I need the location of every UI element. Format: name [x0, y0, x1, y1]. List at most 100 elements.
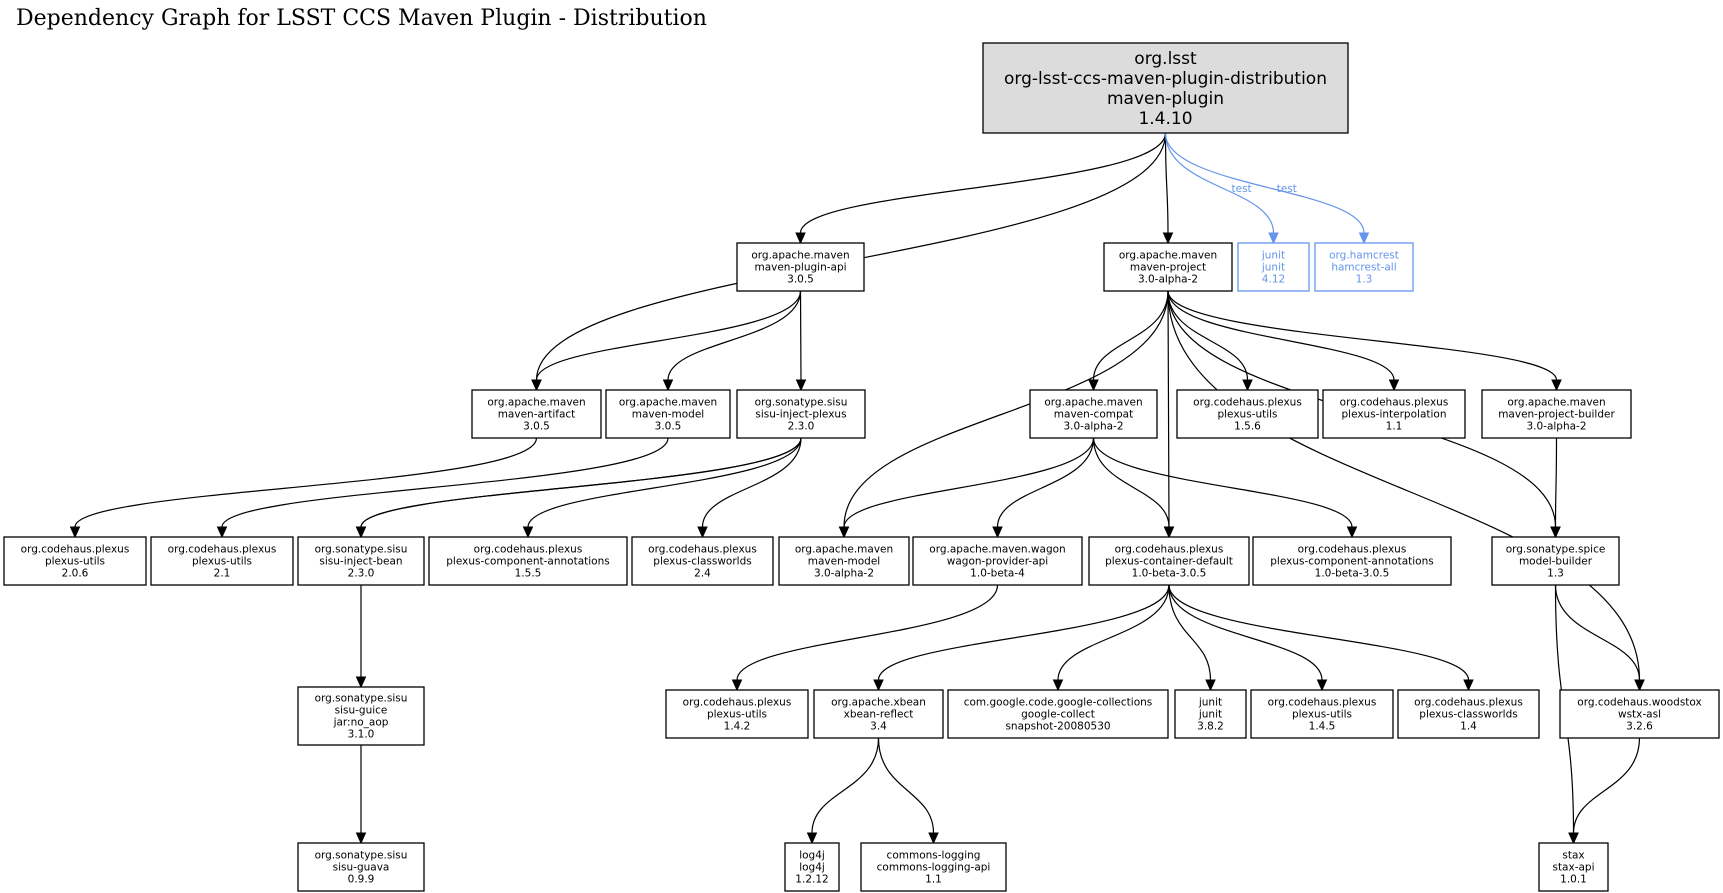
node-label-line: log4j [799, 862, 825, 874]
node-label-line: org.codehaus.plexus [1193, 397, 1302, 409]
node-box [1029, 389, 1158, 439]
node-label-line: 1.0.1 [1560, 874, 1587, 886]
node-box [1397, 689, 1540, 739]
node-label-line: commons-logging-api [877, 862, 991, 874]
edge-line [1092, 437, 1353, 528]
node-label-line: 1.2.12 [795, 874, 828, 886]
edge-line [667, 290, 802, 381]
node-label-line: org.sonatype.spice [1506, 544, 1606, 556]
edge-label: test [1232, 183, 1252, 195]
edge-line [799, 290, 802, 381]
node-label-line: 1.3 [1356, 274, 1373, 286]
node-label-line: org.apache.maven [1119, 250, 1217, 262]
node-label-line: 3.0.5 [655, 421, 682, 433]
node-label-line: org.apache.maven [751, 250, 849, 262]
node-box [1481, 389, 1632, 439]
node-label-line: 1.1 [925, 874, 942, 886]
edge-line [1168, 584, 1323, 681]
node-label-line: org.hamcrest [1329, 250, 1399, 262]
node-label-line: model-builder [1519, 556, 1593, 568]
edge-arrowhead [795, 232, 806, 245]
edge-inject-plexus-to-pca155 [522, 437, 802, 539]
edge-line [1167, 290, 1395, 381]
node-label-line: maven-plugin-api [754, 262, 846, 274]
node-interp: org.codehaus.plexusplexus-interpolation1… [1322, 389, 1466, 439]
node-box [947, 689, 1169, 739]
nodes-layer: org.lsstorg-lsst-ccs-maven-plugin-distri… [3, 42, 1720, 892]
edge-arrowhead [1463, 679, 1474, 692]
edge-line [1164, 132, 1275, 234]
edge-root-to-junit412: test [1164, 132, 1279, 245]
node-label-line: org.lsst [1134, 49, 1197, 69]
node-box [860, 842, 1007, 892]
edges-layer: test test [69, 132, 1645, 845]
edge-model-builder-to-wstx [1554, 584, 1645, 692]
node-label-line: stax [1562, 850, 1584, 862]
node-container: org.codehaus.plexusplexus-container-defa… [1088, 536, 1250, 586]
node-label-line: org.apache.maven [487, 397, 585, 409]
edge-project-to-proj-builder [1167, 290, 1562, 392]
edge-line [1572, 737, 1641, 834]
edge-line [843, 290, 1169, 528]
node-label-line: 3.2.6 [1626, 721, 1653, 733]
node-label-line: junit [1261, 262, 1285, 274]
edge-line [1057, 584, 1170, 681]
edge-arrowhead [838, 526, 850, 539]
edge-arrowhead [928, 832, 939, 845]
edge-line [877, 584, 1170, 681]
node-label-line: log4j [799, 850, 825, 862]
edge-line [360, 437, 802, 528]
node-label-line: 1.1 [1386, 421, 1403, 433]
node-label-line: org.codehaus.plexus [21, 544, 130, 556]
node-label-line: junit [1198, 709, 1222, 721]
node-label-line: org-lsst-ccs-maven-plugin-distribution [1004, 69, 1327, 89]
node-label-line: 1.3 [1547, 568, 1564, 580]
node-box [1322, 389, 1466, 439]
node-label-line: google-collect [1021, 709, 1095, 721]
node-box [297, 842, 425, 892]
edge-line [1168, 584, 1470, 681]
node-label-line: 1.0-beta-3.0.5 [1132, 568, 1207, 580]
edge-arrowhead [1316, 679, 1328, 692]
edge-label: test [1277, 183, 1297, 195]
node-wagon: org.apache.maven.wagonwagon-provider-api… [912, 536, 1083, 586]
edge-arrowhead [1358, 232, 1370, 245]
node-label-line: org.apache.maven [1044, 397, 1142, 409]
edge-line [1164, 132, 1169, 234]
edge-line [1167, 290, 1170, 528]
node-box [1314, 242, 1414, 292]
edge-line [221, 437, 669, 528]
node-label-line: 2.4 [694, 568, 711, 580]
edge-arrowhead [1551, 379, 1562, 392]
edge-inject-plexus-to-inject-bean [355, 437, 802, 539]
edge-plugin-api-to-inject-plexus [795, 290, 807, 392]
edge-container-to-classworlds14 [1168, 584, 1474, 692]
node-label-line: 3.0.5 [523, 421, 550, 433]
node-label-line: 3.0-alpha-2 [1063, 421, 1123, 433]
edge-arrowhead [216, 526, 228, 539]
edge-arrowhead [662, 379, 674, 392]
edge-arrowhead [1088, 379, 1099, 392]
edge-project-to-putils156 [1167, 290, 1253, 392]
node-root: org.lsstorg-lsst-ccs-maven-plugin-distri… [982, 42, 1349, 134]
node-box [3, 536, 147, 586]
edge-arrowhead [355, 676, 367, 689]
node-label-line: 2.3.0 [788, 421, 815, 433]
edge-line [799, 132, 1167, 234]
edge-line [877, 737, 935, 834]
node-box [912, 536, 1083, 586]
edge-model305-to-putils21 [216, 437, 669, 539]
edge-line [527, 437, 802, 528]
node-label-line: 4.12 [1262, 274, 1285, 286]
node-label-line: jar:no_aop [333, 717, 389, 729]
edge-line [1164, 132, 1365, 234]
edge-line [1167, 290, 1249, 381]
